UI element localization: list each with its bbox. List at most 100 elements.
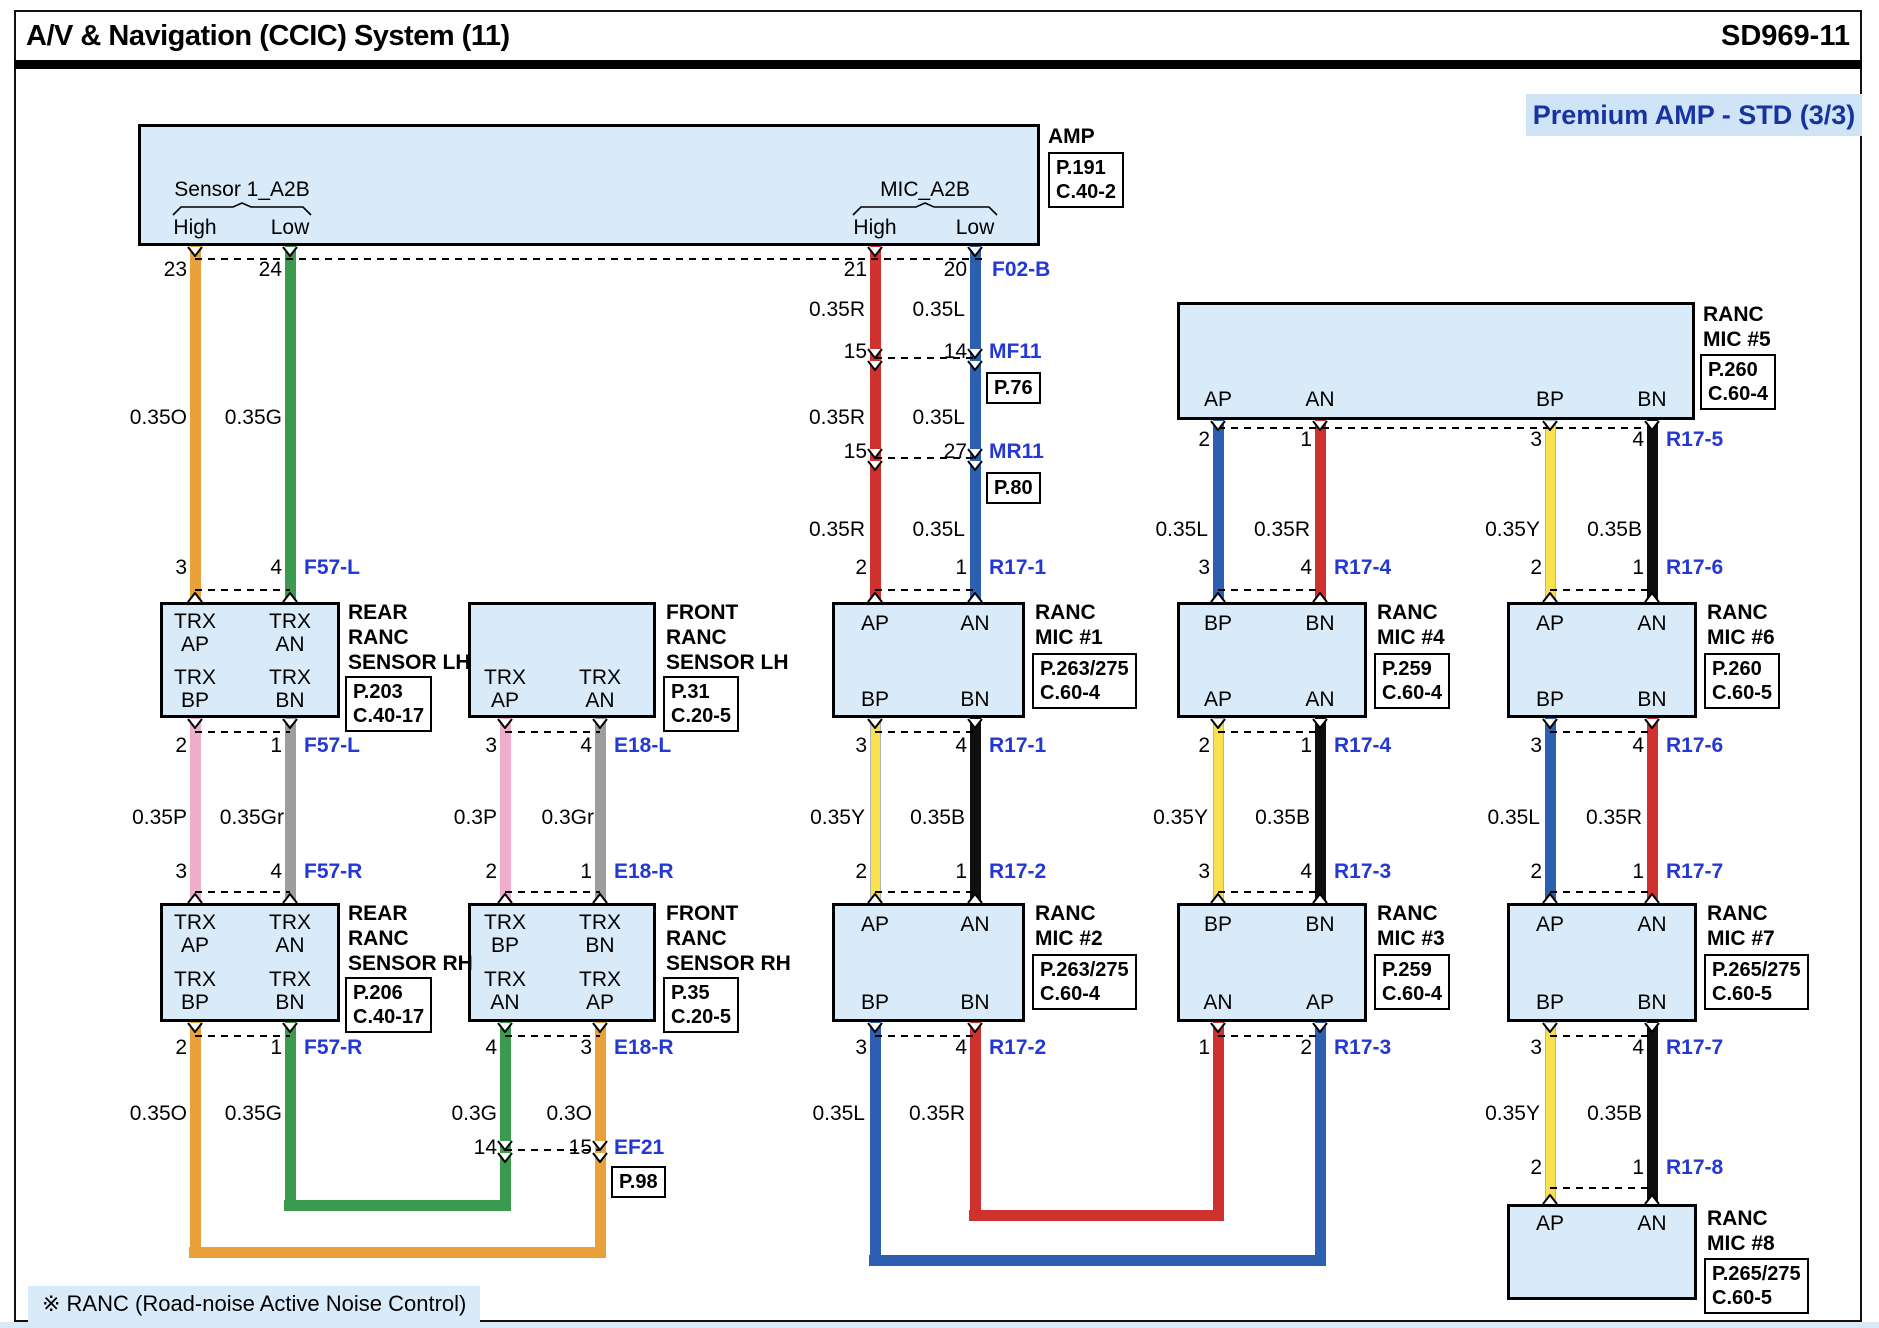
pin-number: 3 bbox=[855, 734, 867, 757]
pin-number: 20 bbox=[943, 258, 967, 281]
wire-segment bbox=[1315, 718, 1326, 903]
dashed-connector-line bbox=[505, 731, 600, 733]
page-ref-box: P.98 bbox=[611, 1166, 666, 1198]
pin-chevron-icon bbox=[497, 892, 513, 904]
page-ref-box: P.259 C.60-4 bbox=[1374, 954, 1451, 1010]
dashed-connector-line bbox=[505, 1149, 600, 1151]
block-pin-label: BN bbox=[1637, 991, 1667, 1014]
connector-label: F02-B bbox=[992, 258, 1051, 281]
block-pin-label: AN bbox=[1203, 991, 1233, 1014]
wire-gauge-label: 0.35B bbox=[1587, 1102, 1642, 1125]
block-pin-label: BP bbox=[860, 688, 890, 711]
wire-segment bbox=[595, 718, 606, 903]
wire-gauge-label: 0.35L bbox=[912, 406, 965, 429]
pin-chevron-icon bbox=[592, 1022, 608, 1034]
wire-gauge-label: 0.35R bbox=[908, 1102, 965, 1125]
wire-segment bbox=[284, 1200, 511, 1211]
wire-segment bbox=[1315, 1022, 1326, 1266]
pin-chevron-icon bbox=[967, 718, 983, 730]
component-block bbox=[468, 602, 656, 718]
wire-gauge-label: 0.35Gr bbox=[219, 806, 284, 829]
dashed-connector-line bbox=[195, 731, 290, 733]
pin-chevron-icon bbox=[1542, 1022, 1558, 1034]
pin-number: 1 bbox=[1632, 556, 1644, 579]
dashed-connector-line bbox=[875, 589, 975, 591]
block-pin-label: MIC_A2B bbox=[880, 178, 970, 201]
wire-segment bbox=[1315, 420, 1326, 602]
pin-chevron-icon bbox=[592, 1140, 608, 1152]
pin-number: 4 bbox=[270, 556, 282, 579]
page-ref-box: P.260 C.60-4 bbox=[1700, 354, 1777, 410]
dashed-connector-line bbox=[1218, 891, 1320, 893]
wire-gauge-label: 0.35B bbox=[1587, 518, 1642, 541]
pin-chevron-icon bbox=[967, 448, 983, 460]
connector-label: R17-7 bbox=[1666, 860, 1724, 883]
connector-label: R17-8 bbox=[1666, 1156, 1724, 1179]
block-pin-label: BN bbox=[960, 688, 990, 711]
wire-gauge-label: 0.35O bbox=[129, 406, 187, 429]
connector-label: R17-4 bbox=[1334, 556, 1392, 579]
pin-chevron-icon bbox=[867, 348, 883, 360]
wire-segment bbox=[1545, 420, 1556, 602]
block-pin-label: BN bbox=[1637, 688, 1667, 711]
block-name: FRONT RANC SENSOR LH bbox=[666, 601, 789, 674]
wire-gauge-label: 0.35L bbox=[812, 1102, 865, 1125]
block-pin-label: AP bbox=[860, 913, 890, 936]
block-pin-label: TRX BN bbox=[579, 911, 621, 957]
wire-segment bbox=[500, 718, 511, 903]
wire-gauge-label: 0.35L bbox=[912, 518, 965, 541]
connector-label: F57-R bbox=[304, 1036, 363, 1059]
pin-chevron-icon bbox=[1312, 420, 1328, 432]
component-block bbox=[1507, 602, 1697, 718]
wire-segment bbox=[1545, 1022, 1556, 1204]
pin-number: 4 bbox=[580, 734, 592, 757]
pin-number: 15 bbox=[568, 1136, 592, 1159]
block-name: AMP bbox=[1048, 125, 1095, 148]
dashed-connector-line bbox=[1218, 1035, 1320, 1037]
connector-label: R17-5 bbox=[1666, 428, 1724, 451]
page-ref-box: P.31 C.20-5 bbox=[663, 676, 740, 732]
connector-label: E18-L bbox=[614, 734, 672, 757]
component-block bbox=[138, 124, 1040, 246]
connector-label: R17-6 bbox=[1666, 556, 1724, 579]
block-name: RANC MIC #6 bbox=[1707, 601, 1775, 649]
block-pin-label: AP bbox=[860, 612, 890, 635]
component-block bbox=[1507, 903, 1697, 1022]
dashed-connector-line bbox=[505, 1035, 600, 1037]
pin-number: 3 bbox=[485, 734, 497, 757]
pin-number: 4 bbox=[1300, 556, 1312, 579]
block-pin-label: High bbox=[173, 216, 217, 239]
block-pin-label: TRX BP bbox=[484, 911, 526, 957]
block-pin-label: TRX BP bbox=[174, 666, 216, 712]
subtitle-banner: Premium AMP - STD (3/3) bbox=[1526, 94, 1862, 136]
block-pin-label: TRX AN bbox=[269, 610, 311, 656]
pin-number: 1 bbox=[270, 734, 282, 757]
block-pin-label: BP bbox=[1203, 913, 1233, 936]
component-block bbox=[468, 903, 656, 1022]
pin-number: 1 bbox=[955, 860, 967, 883]
pin-number: 4 bbox=[955, 734, 967, 757]
pin-chevron-icon bbox=[967, 460, 983, 472]
pin-chevron-icon bbox=[967, 360, 983, 372]
block-pin-label: AP bbox=[1535, 913, 1565, 936]
component-block bbox=[160, 903, 340, 1022]
connector-label: F57-R bbox=[304, 860, 363, 883]
pin-number: 2 bbox=[1530, 860, 1542, 883]
block-pin-label: AP bbox=[1203, 688, 1233, 711]
connector-label: F57-L bbox=[304, 556, 361, 579]
pin-chevron-icon bbox=[867, 591, 883, 603]
wire-gauge-label: 0.35R bbox=[1253, 518, 1310, 541]
wire-gauge-label: 0.35R bbox=[808, 298, 865, 321]
component-block bbox=[832, 903, 1025, 1022]
wire-gauge-label: 0.35P bbox=[132, 806, 187, 829]
wire-gauge-label: 0.35G bbox=[224, 1102, 282, 1125]
connector-label: MR11 bbox=[989, 440, 1044, 463]
block-pin-label: Sensor 1_A2B bbox=[174, 178, 310, 201]
pin-number: 14 bbox=[473, 1136, 497, 1159]
block-pin-label: TRX BN bbox=[269, 968, 311, 1014]
dashed-connector-line bbox=[875, 1035, 975, 1037]
wire-gauge-label: 0.35G bbox=[224, 406, 282, 429]
pin-number: 1 bbox=[1632, 860, 1644, 883]
block-name: RANC MIC #2 bbox=[1035, 902, 1103, 950]
